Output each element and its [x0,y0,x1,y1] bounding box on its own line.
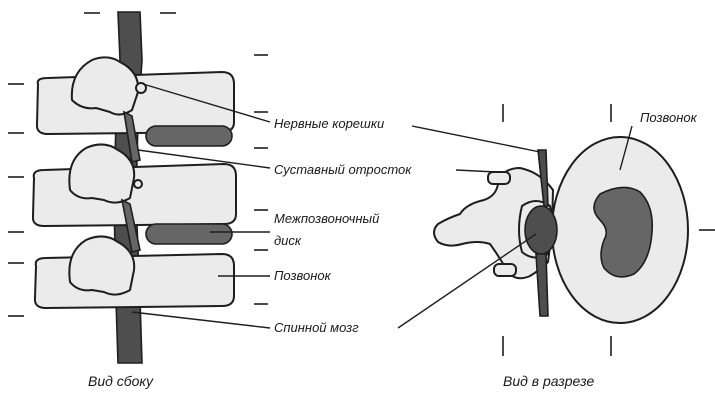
disc-upper [146,126,232,146]
caption-section-view: Вид в разрезе [503,373,594,389]
spinal-cord-section [525,206,557,254]
label-disc-line2: диск [274,233,302,248]
caption-side-view: Вид сбоку [88,373,154,389]
facet-lower-section [494,264,516,276]
side-view-diagram [8,12,268,363]
label-nerve-roots: Нервные корешки [274,116,384,131]
facet-upper-section [488,172,510,184]
process-1 [72,57,138,114]
label-disc-line1: Межпозвоночный [274,211,379,226]
section-view-diagram [434,104,715,356]
facet-joint-2 [134,180,142,188]
process-2 [69,144,134,202]
label-vertebra-side: Позвонок [274,268,332,283]
process-3 [69,236,134,294]
disc-lower [146,224,232,244]
label-vertebra-section: Позвонок [640,110,698,125]
label-facet: Суставный отросток [274,162,412,177]
label-spinal-cord: Спинной мозг [274,320,359,335]
